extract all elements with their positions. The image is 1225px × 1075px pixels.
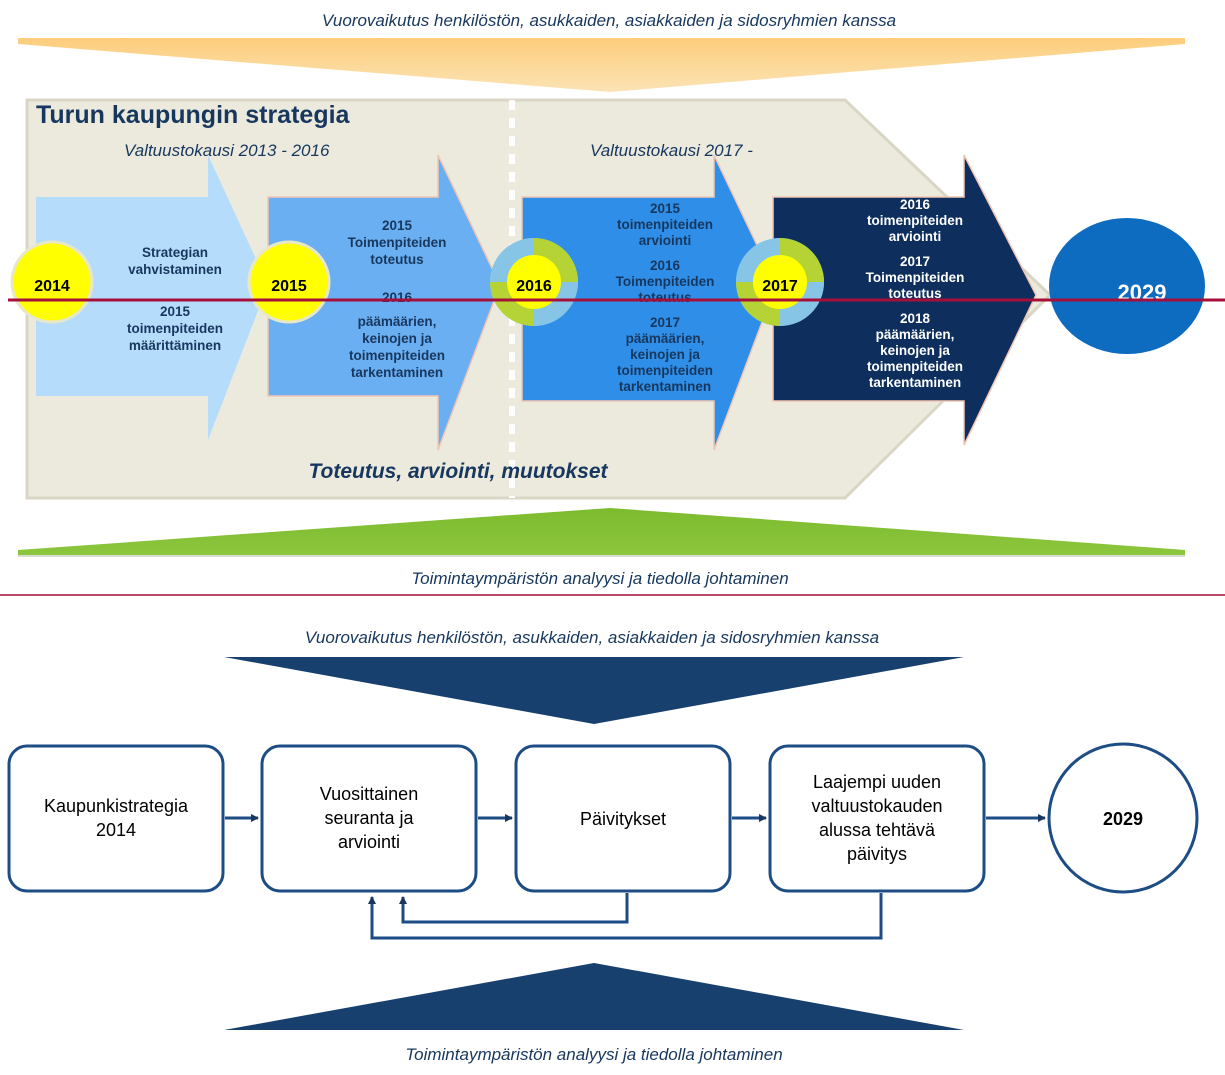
box1-line2: 2014 bbox=[96, 820, 136, 840]
top-caption: Vuorovaikutus henkilöstön, asukkaiden, a… bbox=[322, 11, 896, 30]
arrow2-line6: keinojen ja bbox=[362, 331, 432, 346]
arrow2-line5: päämäärien, bbox=[358, 314, 437, 329]
box2-line2: seuranta ja bbox=[324, 808, 414, 828]
arrow2-line2: Toimenpiteiden bbox=[348, 235, 447, 250]
box4-line3: alussa tehtävä bbox=[819, 820, 936, 840]
box2-line3: arviointi bbox=[338, 832, 400, 852]
period-label-1: Valtuustokausi 2013 - 2016 bbox=[124, 141, 330, 160]
arrow4-line7: 2018 bbox=[900, 311, 931, 326]
box2-line1: Vuosittainen bbox=[320, 784, 418, 804]
strategy-title: Turun kaupungin strategia bbox=[36, 101, 351, 129]
arrow2-line7: toimenpiteiden bbox=[349, 348, 445, 363]
box-vuosittainen bbox=[260, 744, 478, 893]
band-footer-label: Toteutus, arviointi, muutokset bbox=[308, 460, 608, 483]
arrow3-line6: toteutus bbox=[638, 290, 691, 305]
box1-line1: Kaupunkistrategia bbox=[44, 796, 189, 816]
arrow3-line9: keinojen ja bbox=[630, 347, 700, 362]
analysis-wedge bbox=[18, 508, 1185, 556]
arrow4-line8: päämäärien, bbox=[876, 327, 955, 342]
box4-line4: päivitys bbox=[847, 844, 907, 864]
cycle-icon-2016 bbox=[490, 238, 578, 326]
arrow4-line2: toimenpiteiden bbox=[867, 213, 963, 228]
bottom-top-caption: Vuorovaikutus henkilöstön, asukkaiden, a… bbox=[305, 628, 879, 647]
phase-arrow-1 bbox=[36, 155, 268, 440]
arrow3-line1: 2015 bbox=[650, 201, 681, 216]
arrow4-line9: keinojen ja bbox=[880, 343, 950, 358]
feedback-loop-inner bbox=[399, 893, 629, 924]
feedback-loop-outer bbox=[368, 893, 883, 940]
box-laajempi bbox=[768, 744, 986, 893]
arrow1-line1: Strategian bbox=[142, 245, 208, 260]
interaction-triangle bbox=[224, 657, 964, 724]
top-bottom-caption: Toimintaympäristön analyysi ja tiedolla … bbox=[411, 569, 788, 588]
arrow4-line3: arviointi bbox=[889, 229, 942, 244]
arrow4-line4: 2017 bbox=[900, 254, 930, 269]
year-label-2016: 2016 bbox=[516, 278, 552, 295]
arrow3-line3: arviointi bbox=[639, 233, 692, 248]
analysis-triangle bbox=[224, 963, 964, 1030]
cycle-icon-2017 bbox=[736, 238, 824, 326]
arrow3-line5: Toimenpiteiden bbox=[616, 274, 715, 289]
year-circle-2014 bbox=[10, 240, 94, 324]
arrow2-line3: toteutus bbox=[370, 252, 423, 267]
arrow2-line8: tarkentaminen bbox=[351, 365, 443, 380]
arrow4-line11: tarkentaminen bbox=[869, 375, 961, 390]
arrow1-line5: määrittäminen bbox=[129, 338, 221, 353]
box-kaupunkistrategia bbox=[7, 744, 225, 893]
year-label-2015: 2015 bbox=[271, 278, 307, 295]
arrow1-line4: toimenpiteiden bbox=[127, 321, 223, 336]
arrow3-line10: toimenpiteiden bbox=[617, 363, 713, 378]
phase-arrow-2 bbox=[267, 154, 501, 451]
end-circle-2029 bbox=[1047, 742, 1199, 894]
arrow1-line3: 2015 bbox=[160, 304, 191, 319]
arrow4-line1: 2016 bbox=[900, 197, 931, 212]
arrow1-line2: vahvistaminen bbox=[128, 262, 222, 277]
interaction-wedge bbox=[18, 38, 1185, 92]
phase-arrow-3 bbox=[521, 154, 777, 451]
arrow3-line2: toimenpiteiden bbox=[617, 217, 713, 232]
period-label-2: Valtuustokausi 2017 - bbox=[590, 141, 753, 160]
end-year-ellipse bbox=[1049, 218, 1205, 354]
arrow3-line4: 2016 bbox=[650, 258, 681, 273]
year-circle-2015 bbox=[247, 240, 331, 324]
arrow3-line8: päämäärien, bbox=[626, 331, 705, 346]
box-paivitykset bbox=[514, 744, 732, 893]
box4-line2: valtuustokauden bbox=[811, 796, 942, 816]
arrow4-line5: Toimenpiteiden bbox=[866, 270, 965, 285]
year-label-2017: 2017 bbox=[762, 278, 798, 295]
box3-line1: Päivitykset bbox=[580, 809, 666, 829]
arrow3-line11: tarkentaminen bbox=[619, 379, 711, 394]
bottom-bottom-caption: Toimintaympäristön analyysi ja tiedolla … bbox=[405, 1045, 782, 1064]
year-label-2014: 2014 bbox=[34, 278, 70, 295]
box4-line1: Laajempi uuden bbox=[813, 772, 941, 792]
arrow2-line1: 2015 bbox=[382, 218, 413, 233]
arrow4-line10: toimenpiteiden bbox=[867, 359, 963, 374]
arrow4-line6: toteutus bbox=[888, 286, 941, 301]
arrow2-line4: 2016 bbox=[382, 290, 413, 305]
arrow3-line7: 2017 bbox=[650, 315, 680, 330]
end-circle-label: 2029 bbox=[1103, 809, 1143, 829]
